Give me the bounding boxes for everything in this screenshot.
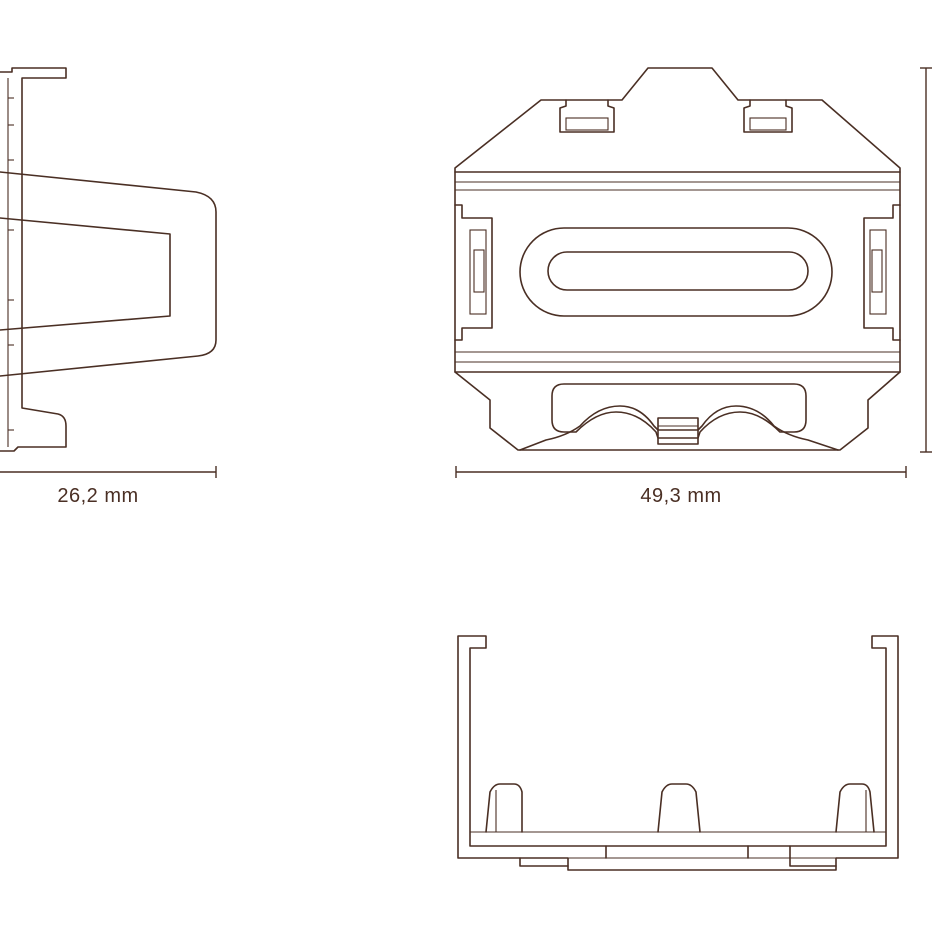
side-view-width-dimension: 26,2 mm [0,466,217,507]
top-view [457,635,899,871]
front-view-height-dimension [920,67,932,453]
front-view [454,67,901,451]
front-view-width-label: 49,3 mm [640,485,721,507]
side-view [0,67,217,452]
front-view-width-dimension: 49,3 mm [455,466,907,507]
side-view-width-label: 26,2 mm [57,485,138,507]
